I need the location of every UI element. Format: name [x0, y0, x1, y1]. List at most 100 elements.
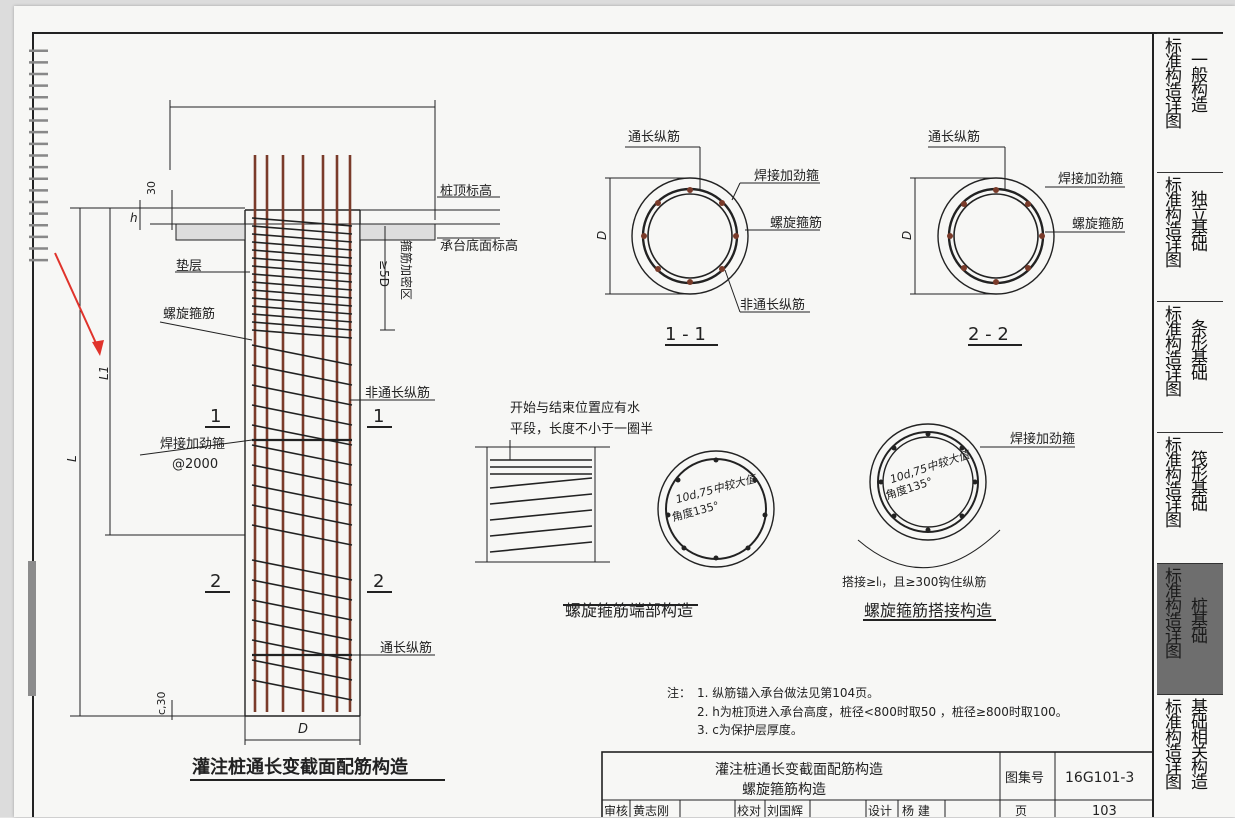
- side-tab-char: 础: [1191, 235, 1208, 255]
- side-tab-char: 准: [1165, 52, 1182, 72]
- side-tab-char: 相: [1191, 728, 1208, 748]
- side-tab-char: 准: [1165, 582, 1182, 602]
- side-tab-char: 基: [1191, 220, 1208, 240]
- tb-title1: 灌注桩通长变截面配筋构造: [715, 761, 883, 778]
- tb-review-name: 黄志刚: [633, 804, 669, 817]
- side-tab-char: 造: [1165, 481, 1182, 501]
- side-tab-char: 础: [1191, 364, 1208, 384]
- side-tab-char: 详: [1165, 236, 1182, 256]
- pile-top-label: 桩顶标高: [440, 183, 492, 199]
- side-tab-char: 一: [1191, 51, 1208, 71]
- side-tab-char: 标: [1165, 567, 1182, 587]
- side-tab-char: 关: [1191, 743, 1208, 763]
- side-tab-char: 图: [1165, 251, 1182, 271]
- side-tab-2[interactable]: 标准构造详图独立基础: [1157, 172, 1223, 302]
- s2-D: D: [900, 231, 914, 240]
- side-tab-char: 构: [1165, 466, 1182, 486]
- side-tab-char: 造: [1165, 350, 1182, 370]
- side-tab-char: 立: [1191, 205, 1208, 225]
- side-tab-label-b: 一般构造: [1191, 51, 1208, 116]
- side-tab-char: 构: [1165, 67, 1182, 87]
- side-tab-char: 础: [1191, 495, 1208, 515]
- side-tab-3[interactable]: 标准构造详图条形基础: [1157, 301, 1223, 433]
- side-tab-4[interactable]: 标准构造详图筏形基础: [1157, 432, 1223, 564]
- side-tab-char: 础: [1191, 713, 1208, 733]
- weld-spacing-label: @2000: [172, 457, 218, 472]
- lap-detail-title: 螺旋箍筋搭接构造: [864, 601, 992, 620]
- side-tab-char: 构: [1165, 728, 1182, 748]
- full-bar-label: 通长纵筋: [380, 640, 432, 656]
- side-tab-label-b: 条形基础: [1191, 319, 1208, 384]
- side-tab-char: 详: [1165, 365, 1182, 385]
- note-1: 1. 纵筋锚入承台做法见第104页。: [697, 685, 879, 700]
- side-tab-char: 基: [1191, 612, 1208, 632]
- s1-full-bar: 通长纵筋: [628, 129, 680, 145]
- side-tab-char: 图: [1165, 112, 1182, 132]
- tb-check: 校对: [737, 803, 761, 817]
- side-tab-char: 图: [1165, 642, 1182, 662]
- h-label: h: [130, 211, 138, 225]
- s2-weld: 焊接加劲箍: [1058, 171, 1123, 187]
- binding-tab-mark: [28, 561, 36, 696]
- side-tab-char: 条: [1191, 319, 1208, 339]
- note-2: 2. h为桩顶进入承台高度，桩径<800时取50 ，桩径≥800时取100。: [697, 704, 1068, 719]
- side-tab-label-a: 标准构造详图: [1165, 176, 1182, 271]
- side-tab-char: 准: [1165, 320, 1182, 340]
- side-tab-char: 构: [1191, 81, 1208, 101]
- cushion-label: 垫层: [176, 258, 202, 274]
- pile-elevation: [54, 100, 500, 781]
- tb-design: 设计: [868, 804, 892, 817]
- side-tab-label-b: 独立基础: [1191, 192, 1208, 255]
- weld-ring-label: 焊接加劲箍: [160, 436, 225, 452]
- section-mark-1-left: 1: [210, 406, 221, 427]
- s2-spiral: 螺旋箍筋: [1072, 216, 1124, 232]
- side-tab-label-a: 标准构造详图: [1165, 307, 1182, 399]
- side-tab-char: 标: [1165, 37, 1182, 57]
- side-tab-label-b: 基础相关构造: [1191, 700, 1208, 793]
- side-tab-char: 详: [1165, 758, 1182, 778]
- drawing-canvas: 桩顶标高 承台底面标高 垫层 螺旋箍筋 箍筋加密区 ≥5D 非通长纵筋 焊接加劲…: [32, 32, 1223, 817]
- side-tab-char: 详: [1165, 496, 1182, 516]
- end-detail-title: 螺旋箍筋端部构造: [565, 601, 693, 620]
- side-tab-char: 造: [1191, 96, 1208, 116]
- side-tab-char: 桩: [1191, 597, 1208, 617]
- side-tab-char: 准: [1165, 713, 1182, 733]
- side-tab-char: 造: [1191, 773, 1208, 793]
- L-label: L: [65, 455, 79, 462]
- side-tab-label-a: 标准构造详图: [1165, 567, 1182, 662]
- side-tab-char: 标: [1165, 176, 1182, 196]
- side-tab-char: 构: [1165, 335, 1182, 355]
- side-tab-char: 准: [1165, 451, 1182, 471]
- side-tab-char: 础: [1191, 627, 1208, 647]
- side-tab-char: 造: [1165, 221, 1182, 241]
- side-tab-char: 图: [1165, 773, 1182, 793]
- side-tab-char: 图: [1165, 511, 1182, 531]
- L1-label: L1: [97, 366, 111, 380]
- side-tab-char: 造: [1165, 82, 1182, 102]
- title-block: [601, 751, 1154, 817]
- note-3: 3. c为保护层厚度。: [697, 722, 803, 737]
- c30-label: c,30: [155, 691, 168, 715]
- s2-title: 2 - 2: [968, 324, 1009, 345]
- side-tab-6[interactable]: 标准构造详图基础相关构造: [1157, 694, 1223, 818]
- dim30-label: 30: [145, 181, 158, 195]
- tb-review: 审核: [604, 803, 628, 817]
- side-tab-char: 详: [1165, 627, 1182, 647]
- non-full-bar-label: 非通长纵筋: [365, 385, 430, 401]
- side-tab-char: 准: [1165, 191, 1182, 211]
- side-tab-char: 形: [1191, 465, 1208, 485]
- side-tab-1[interactable]: 标准构造详图一般构造: [1157, 33, 1223, 173]
- tb-atlas-no: 16G101-3: [1065, 770, 1134, 786]
- section-1-1: [605, 146, 820, 346]
- end-note-2: 平段，长度不小于一圈半: [510, 421, 653, 437]
- tb-page-no: 103: [1092, 804, 1117, 817]
- side-tab-5[interactable]: 标准构造详图桩基础: [1157, 563, 1223, 695]
- side-tab-char: 筏: [1191, 450, 1208, 470]
- side-tab-char: 构: [1191, 758, 1208, 778]
- side-tab-char: 造: [1165, 612, 1182, 632]
- s1-title: 1 - 1: [665, 324, 706, 345]
- spiral-label: 螺旋箍筋: [163, 306, 215, 322]
- lap-weld: 焊接加劲箍: [1010, 431, 1075, 447]
- tb-design-name: 杨 建: [902, 803, 930, 817]
- cap-bottom-label: 承台底面标高: [440, 238, 518, 254]
